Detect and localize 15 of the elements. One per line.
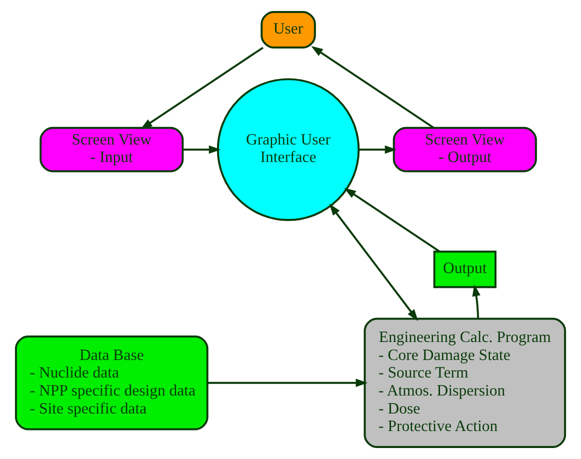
node-box: Screen View - Output [392, 126, 537, 172]
arrow [329, 204, 418, 322]
arrow [344, 188, 440, 252]
node-box: Screen View - Input [40, 126, 184, 172]
arrow [311, 46, 434, 129]
arrow [140, 46, 264, 130]
arrow [359, 145, 397, 154]
arrow [208, 378, 368, 388]
node-circle: Graphic User Interface [216, 78, 360, 221]
node-box: Engineering Calc. Program - Core Damage State - Source Term - Atmos. Dispersion - Dose - Protective Action [364, 318, 566, 448]
node-box: Data Base - Nuclide data - NPP specific design data - Site specific data [14, 336, 208, 430]
node-box: User [260, 11, 316, 49]
arrow [472, 284, 480, 319]
node-box: Output [433, 250, 496, 288]
arrow [182, 145, 221, 154]
